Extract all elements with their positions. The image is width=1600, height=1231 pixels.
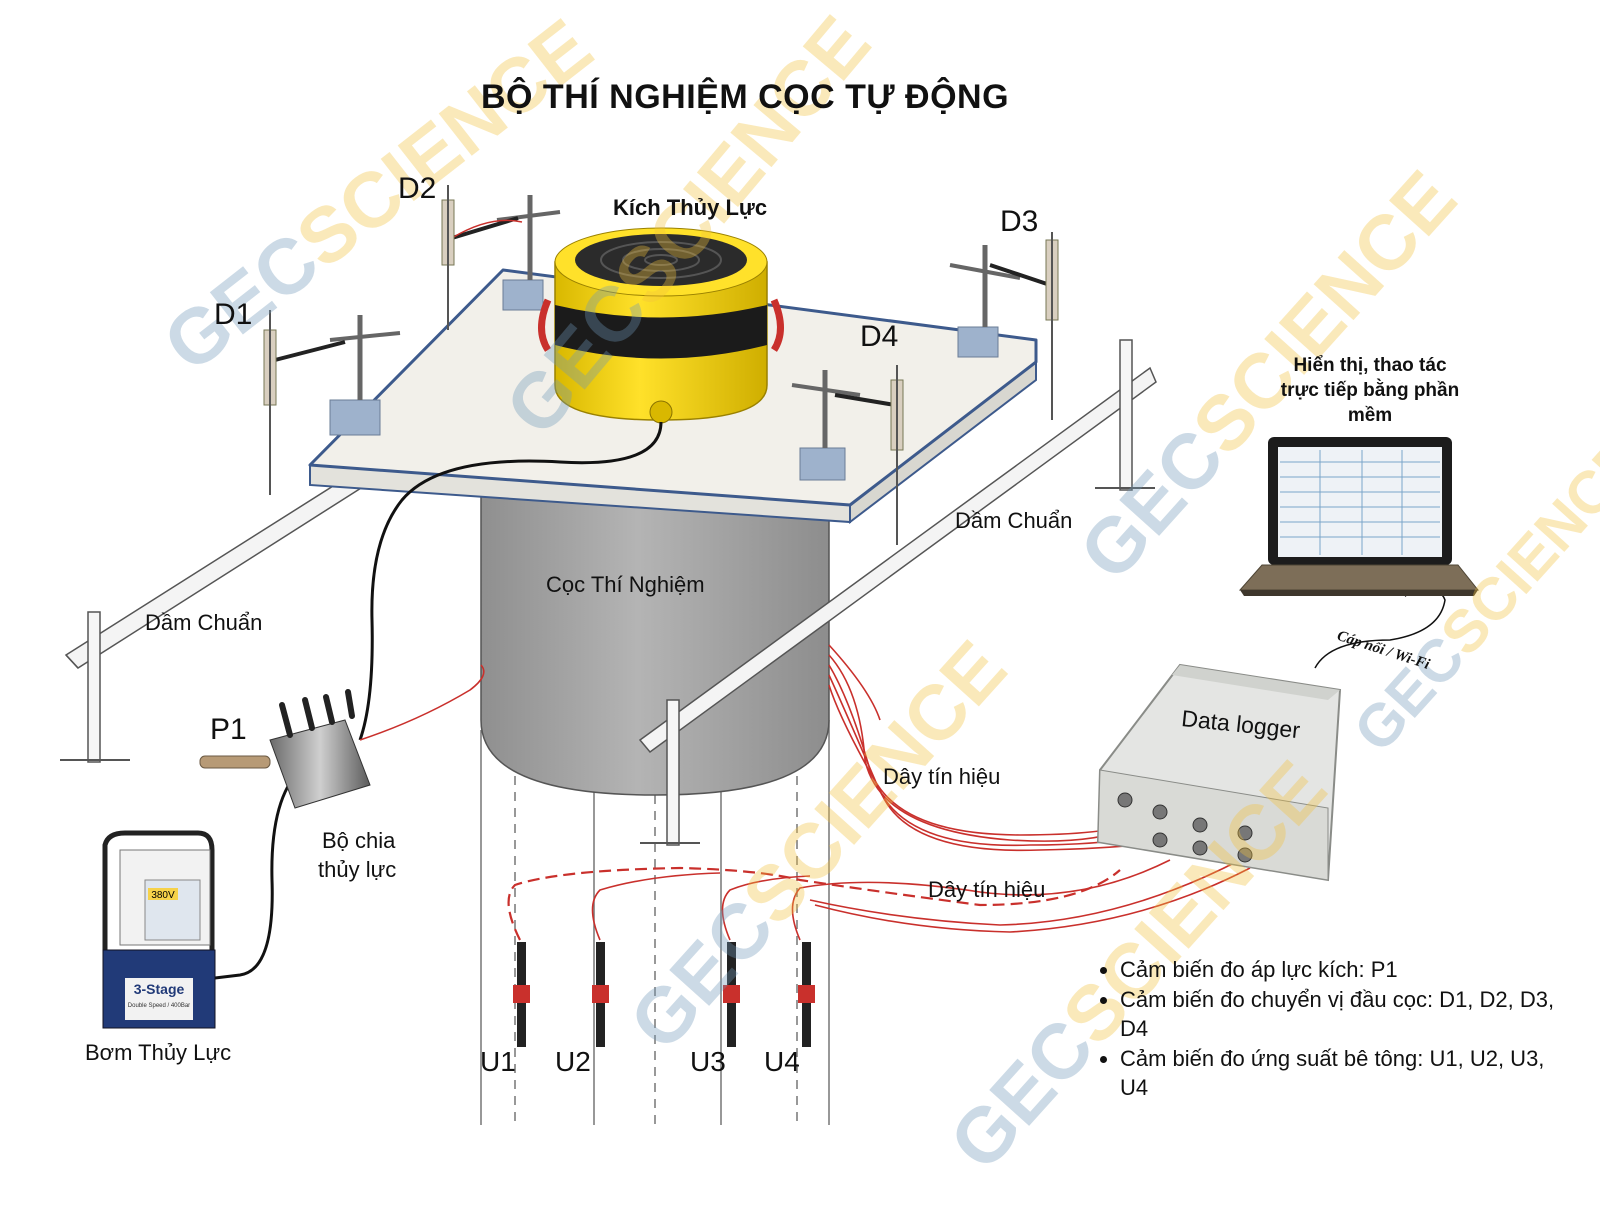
sensor-label-d2: D2: [398, 172, 437, 205]
strain-gauge-u2: [592, 942, 609, 1047]
dial-gauge-d3: [949, 232, 1059, 420]
dial-gauge-d2: [441, 185, 561, 330]
pile-label: Cọc Thí Nghiệm: [546, 572, 705, 597]
sensor-label-u4: U4: [764, 1046, 800, 1077]
data-logger: [1096, 663, 1342, 882]
sensor-label-u1: U1: [480, 1046, 516, 1077]
strain-gauge-u1: [513, 942, 530, 1047]
sensor-label-d1: D1: [214, 298, 253, 331]
note-item: Cảm biến đo áp lực kích: P1: [1120, 955, 1565, 985]
pressure-sensor-p1: [199, 755, 271, 769]
svg-text:380V: 380V: [151, 890, 175, 901]
hydraulic-splitter: [199, 689, 371, 809]
note-item: Cảm biến đo chuyển vị đầu cọc: D1, D2, D…: [1120, 985, 1565, 1044]
hydraulic-hoses: [214, 421, 663, 980]
signal-wire-label-lower: Dây tín hiệu: [928, 877, 1046, 902]
test-pile: [480, 469, 830, 796]
splitter-label-line2: thủy lực: [318, 857, 397, 882]
strain-gauge-u4: [798, 942, 815, 1047]
splitter-label-line1: Bộ chia: [322, 828, 396, 853]
pump-model-text: 3-Stage: [134, 981, 185, 997]
pile-guide-lines: [480, 720, 830, 1125]
dial-gauge-d1: [263, 310, 401, 495]
sensor-notes-list: Cảm biến đo áp lực kích: P1 Cảm biến đo …: [1090, 955, 1565, 1103]
sensor-label-u2: U2: [555, 1046, 591, 1077]
pump-voltage-plate: [148, 888, 178, 900]
laptop-caption: Hiển thị, thao tác trực tiếp bằng phần m…: [1280, 355, 1460, 426]
reference-beam-left: [60, 449, 404, 763]
strain-gauge-u3: [723, 942, 740, 1047]
beam-left-label: Dầm Chuẩn: [145, 610, 263, 635]
sensor-label-d3: D3: [1000, 205, 1039, 238]
hydraulic-pump: 380V 3-Stage Double Speed / 400Bar: [102, 830, 216, 1029]
pump-model-sub: Double Speed / 400Bar: [128, 1003, 190, 1009]
pump-label: Bơm Thủy Lực: [85, 1040, 232, 1065]
sensor-label-d4: D4: [860, 320, 899, 353]
sensor-label-u3: U3: [690, 1046, 726, 1077]
page-title: BỘ THÍ NGHIỆM CỌC TỰ ĐỘNG: [480, 78, 1010, 116]
dial-gauge-d4: [791, 365, 904, 545]
laptop: [1238, 437, 1480, 596]
reference-beam-right: [638, 339, 1157, 846]
beam-post-left: [87, 611, 101, 763]
sensor-label-p1: P1: [210, 713, 247, 746]
beam-right-label: Dầm Chuẩn: [955, 508, 1073, 533]
signal-wire-label-upper: Dây tín hiệu: [883, 764, 1001, 789]
hydraulic-jack: [538, 227, 784, 424]
note-item: Cảm biến đo ứng suất bê tông: U1, U2, U3…: [1120, 1044, 1565, 1103]
jack-label: Kích Thủy Lực: [613, 195, 768, 220]
